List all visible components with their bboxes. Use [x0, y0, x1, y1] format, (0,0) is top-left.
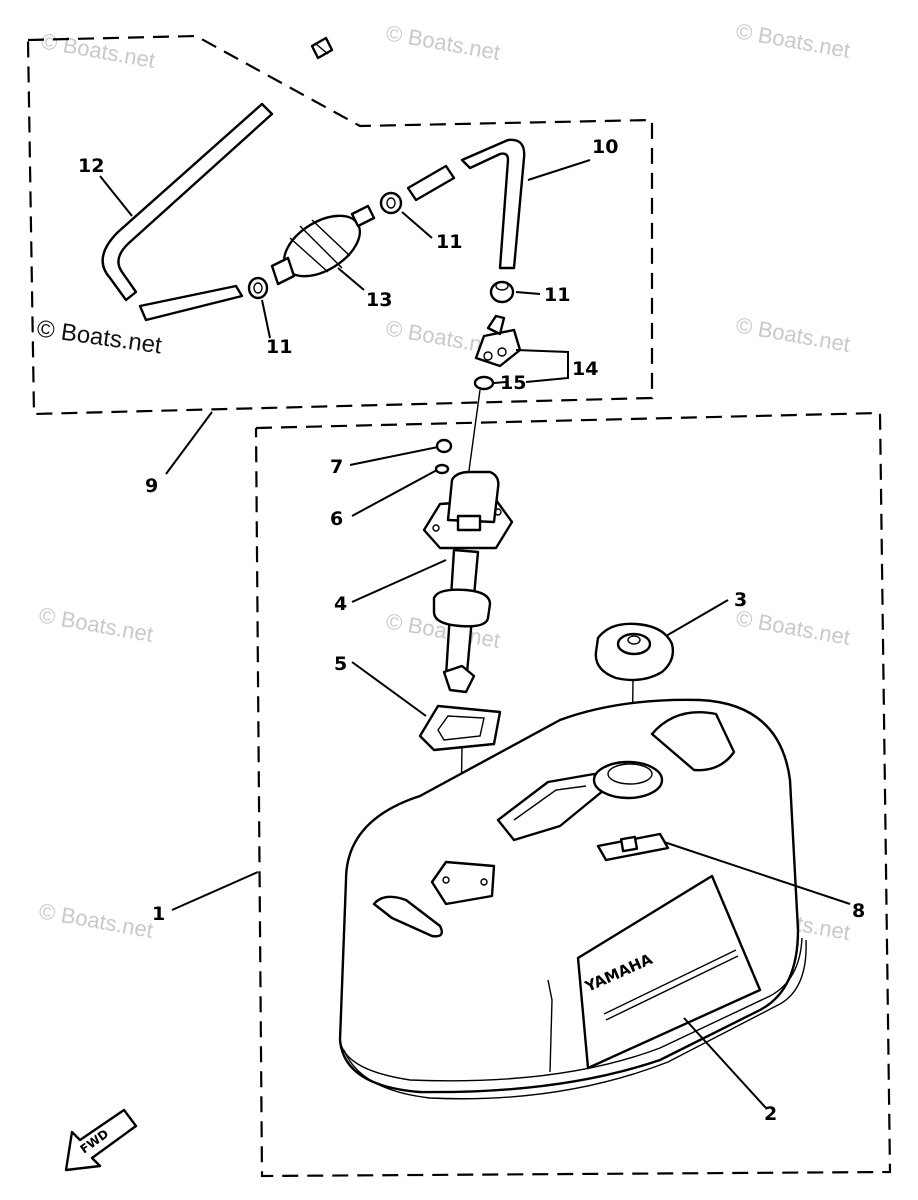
gasket-5	[418, 704, 502, 752]
washer-6	[434, 463, 450, 475]
hose-10	[460, 138, 526, 270]
watermark: © Boats.net	[35, 315, 164, 359]
callout-7: 7	[330, 456, 343, 478]
callout-11: 11	[266, 336, 292, 358]
callout-labels: 12 10 11 11 11 13 14 15 9 7 6 4 3 5 8 1 …	[78, 136, 865, 1125]
hose-short-connector	[406, 164, 456, 202]
callout-12: 12	[78, 155, 104, 177]
callout-8: 8	[852, 900, 865, 922]
callout-11: 11	[436, 231, 462, 253]
fittings-11	[247, 191, 515, 304]
bolt-7	[435, 438, 453, 454]
watermark: © Boats.net	[734, 18, 852, 63]
tank-assembly-boundary	[254, 411, 892, 1178]
o-ring-15	[473, 375, 495, 391]
callout-3: 3	[734, 589, 747, 611]
callout-5: 5	[334, 653, 347, 675]
callout-11: 11	[544, 284, 570, 306]
connector-14	[474, 314, 522, 368]
watermark: © Boats.net	[39, 28, 157, 73]
watermark: © Boats.net	[734, 605, 852, 650]
leaders-hose	[99, 159, 591, 475]
watermark: © Boats.net	[734, 312, 852, 357]
callout-6: 6	[330, 508, 343, 530]
cap-3	[594, 622, 675, 682]
leaders-tank	[171, 446, 851, 1109]
primer-bulb-13	[270, 204, 376, 286]
callout-13: 13	[366, 289, 392, 311]
watermark: © Boats.net	[37, 898, 155, 943]
fuel-tank-2: YAMAHA	[338, 698, 807, 1100]
callout-2: 2	[764, 1103, 777, 1125]
hose-clip-screw	[310, 36, 334, 60]
callout-4: 4	[334, 593, 347, 615]
callout-1: 1	[152, 903, 165, 925]
fuel-joint-4	[422, 470, 514, 694]
callout-9: 9	[145, 475, 158, 497]
watermark: © Boats.net	[384, 20, 502, 65]
callout-14: 14	[572, 358, 598, 380]
callout-15: 15	[500, 372, 526, 394]
hose-12	[101, 102, 274, 322]
watermark: © Boats.net	[37, 602, 155, 647]
callout-10: 10	[592, 136, 618, 158]
fwd-arrow-icon: FWD	[64, 1108, 138, 1172]
